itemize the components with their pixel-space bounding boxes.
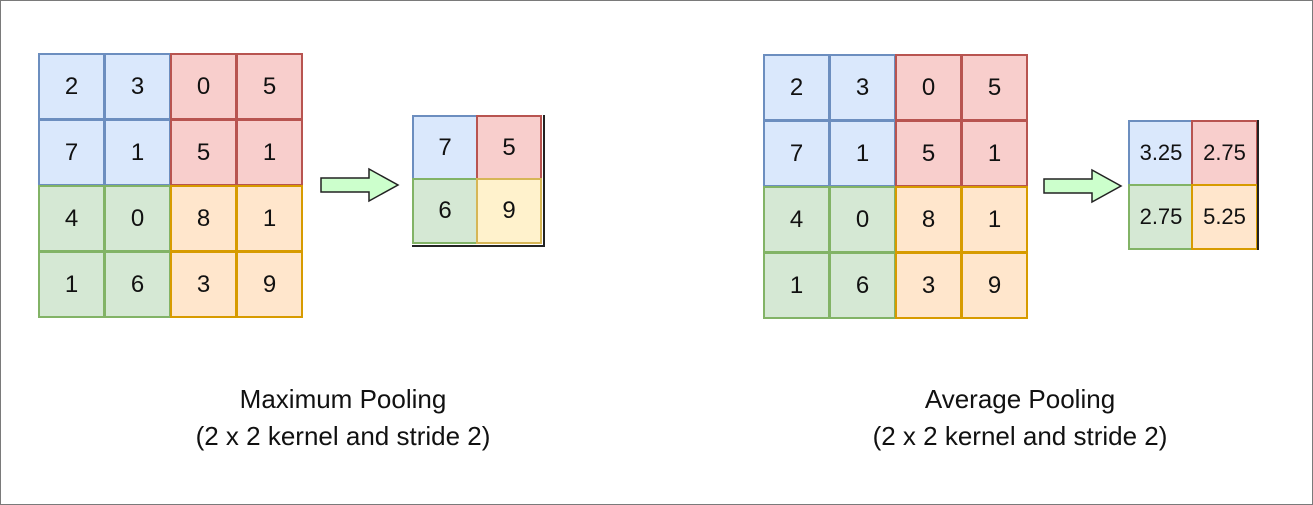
avg-output-cell-r1c0: 2.75 (1128, 184, 1194, 250)
max-input-cell-r1c2: 5 (170, 119, 237, 186)
avg-output-cell-r0c0: 3.25 (1128, 120, 1194, 186)
avg-input-cell-r1c1: 1 (829, 120, 896, 187)
max-arrow-icon (320, 167, 400, 203)
max-input-grid: 2 3 0 5 7 1 5 1 4 0 8 1 1 6 3 9 (38, 53, 304, 319)
max-title: Maximum Pooling (239, 384, 447, 414)
max-output-cell-r0c1: 5 (476, 115, 542, 181)
avg-input-cell-r3c1: 6 (829, 252, 896, 319)
max-output-grid: 7 5 6 9 (412, 115, 544, 247)
max-output-edge-right (543, 115, 545, 247)
avg-input-cell-r3c0: 1 (763, 252, 830, 319)
avg-input-cell-r0c3: 5 (961, 54, 1028, 121)
max-input-cell-r2c0: 4 (38, 185, 105, 252)
max-input-cell-r0c1: 3 (104, 53, 171, 120)
max-input-cell-r2c3: 1 (236, 185, 303, 252)
max-input-cell-r1c3: 1 (236, 119, 303, 186)
avg-input-cell-r3c3: 9 (961, 252, 1028, 319)
max-output-cell-r1c0: 6 (412, 178, 478, 244)
avg-input-cell-r0c1: 3 (829, 54, 896, 121)
avg-output-edge-right (1257, 120, 1259, 250)
avg-input-cell-r3c2: 3 (895, 252, 962, 319)
avg-input-cell-r2c0: 4 (763, 186, 830, 253)
max-input-cell-r0c2: 0 (170, 53, 237, 120)
avg-input-cell-r1c3: 1 (961, 120, 1028, 187)
max-input-cell-r3c2: 3 (170, 251, 237, 318)
max-output-edge-bottom (412, 245, 545, 247)
avg-output-cell-r1c1: 5.25 (1191, 184, 1258, 250)
avg-input-cell-r0c2: 0 (895, 54, 962, 121)
max-input-cell-r2c2: 8 (170, 185, 237, 252)
avg-input-cell-r2c1: 0 (829, 186, 896, 253)
avg-subtitle: (2 x 2 kernel and stride 2) (872, 421, 1168, 451)
max-caption: Maximum Pooling (2 x 2 kernel and stride… (143, 381, 543, 455)
avg-input-cell-r2c2: 8 (895, 186, 962, 253)
avg-input-cell-r1c0: 7 (763, 120, 830, 187)
avg-arrow-icon (1043, 168, 1123, 204)
avg-input-grid: 2 3 0 5 7 1 5 1 4 0 8 1 1 6 3 9 (763, 54, 1029, 320)
avg-input-cell-r2c3: 1 (961, 186, 1028, 253)
avg-output-cell-r0c1: 2.75 (1191, 120, 1258, 186)
avg-caption: Average Pooling (2 x 2 kernel and stride… (820, 381, 1220, 455)
max-input-cell-r0c3: 5 (236, 53, 303, 120)
max-subtitle: (2 x 2 kernel and stride 2) (195, 421, 491, 451)
max-input-cell-r1c1: 1 (104, 119, 171, 186)
avg-title: Average Pooling (924, 384, 1116, 414)
max-input-cell-r3c0: 1 (38, 251, 105, 318)
max-output-cell-r1c1: 9 (476, 178, 542, 244)
max-input-cell-r2c1: 0 (104, 185, 171, 252)
avg-input-cell-r1c2: 5 (895, 120, 962, 187)
max-input-cell-r3c3: 9 (236, 251, 303, 318)
max-input-cell-r1c0: 7 (38, 119, 105, 186)
avg-input-cell-r0c0: 2 (763, 54, 830, 121)
avg-output-grid: 3.25 2.75 2.75 5.25 (1128, 120, 1260, 252)
max-input-cell-r3c1: 6 (104, 251, 171, 318)
max-output-cell-r0c0: 7 (412, 115, 478, 181)
max-input-cell-r0c0: 2 (38, 53, 105, 120)
